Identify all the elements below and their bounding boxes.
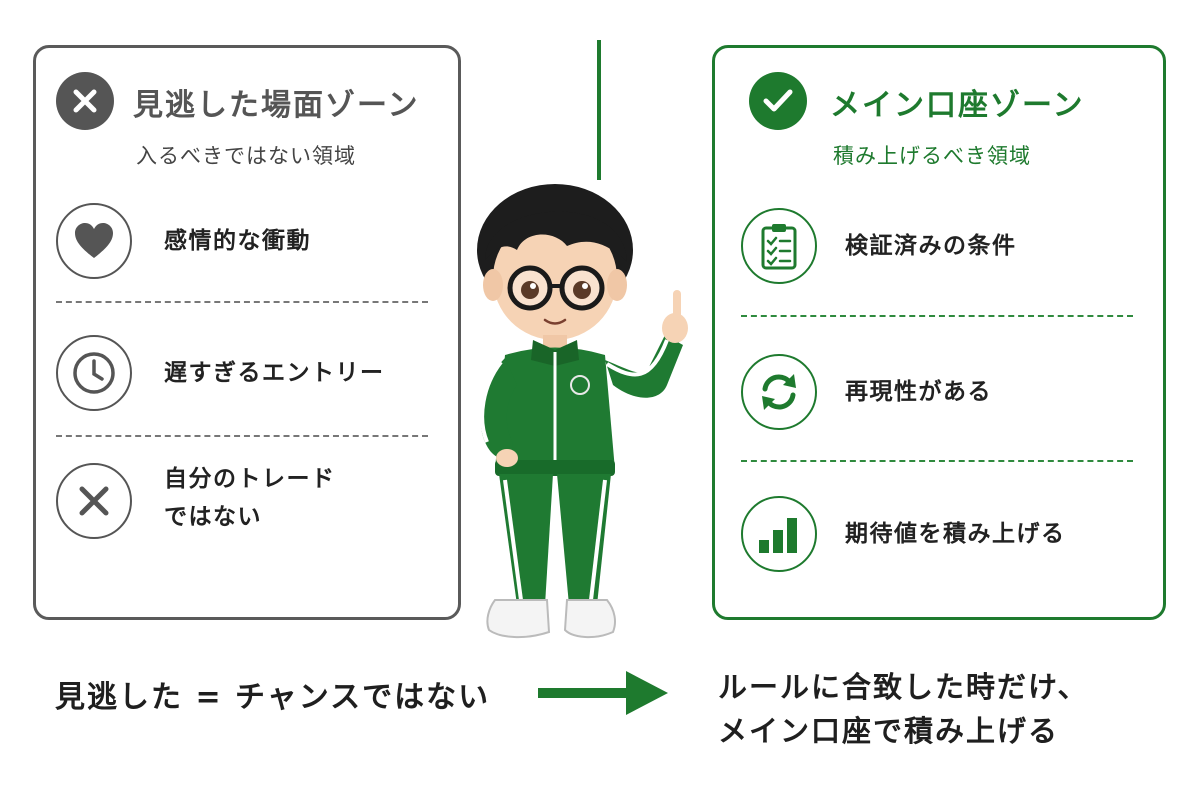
refresh-cycle-icon xyxy=(741,354,817,430)
bottom-left-statement: 見逃した = チャンスではない xyxy=(55,680,491,715)
divider xyxy=(741,315,1133,317)
missed-zone-panel: 見逃した場面ゾーン 入るべきではない領域 感情的な衝動 遅すぎるエントリー 自分… xyxy=(33,45,461,620)
bottom-right-line-2: メイン口座で積み上げる xyxy=(718,714,1060,748)
divider xyxy=(741,460,1133,462)
item-label: 自分のトレード ではない xyxy=(164,466,336,530)
item-label: 遅すぎるエントリー xyxy=(164,360,385,386)
center-divider-line xyxy=(597,40,601,180)
item-label: 検証済みの条件 xyxy=(845,233,1017,259)
x-icon xyxy=(56,463,132,539)
main-account-zone-panel: メイン口座ゾーン 積み上げるべき領域 検証済みの条件 再現性がある xyxy=(712,45,1166,620)
main-zone-subtitle: 積み上げるべき領域 xyxy=(833,144,1031,168)
bar-chart-icon xyxy=(741,496,817,572)
missed-zone-subtitle: 入るべきではない領域 xyxy=(136,144,356,168)
x-circle-icon xyxy=(56,72,114,130)
clock-icon xyxy=(56,335,132,411)
heart-icon xyxy=(56,203,132,279)
item-label: 感情的な衝動 xyxy=(164,228,311,254)
clipboard-checklist-icon xyxy=(741,208,817,284)
check-circle-icon xyxy=(749,72,807,130)
bottom-right-statement: ルールに合致した時だけ、 メイン口座で積み上げる xyxy=(718,665,1089,753)
divider xyxy=(56,301,428,303)
main-zone-title: メイン口座ゾーン xyxy=(830,88,1085,123)
character-illustration xyxy=(477,184,688,638)
missed-zone-title: 見逃した場面ゾーン xyxy=(133,88,420,123)
divider xyxy=(56,435,428,437)
arrow-right-icon xyxy=(538,671,668,715)
item-label: 再現性がある xyxy=(845,379,992,405)
item-label: 期待値を積み上げる xyxy=(845,521,1066,547)
bottom-right-line-1: ルールに合致した時だけ、 xyxy=(718,670,1089,704)
